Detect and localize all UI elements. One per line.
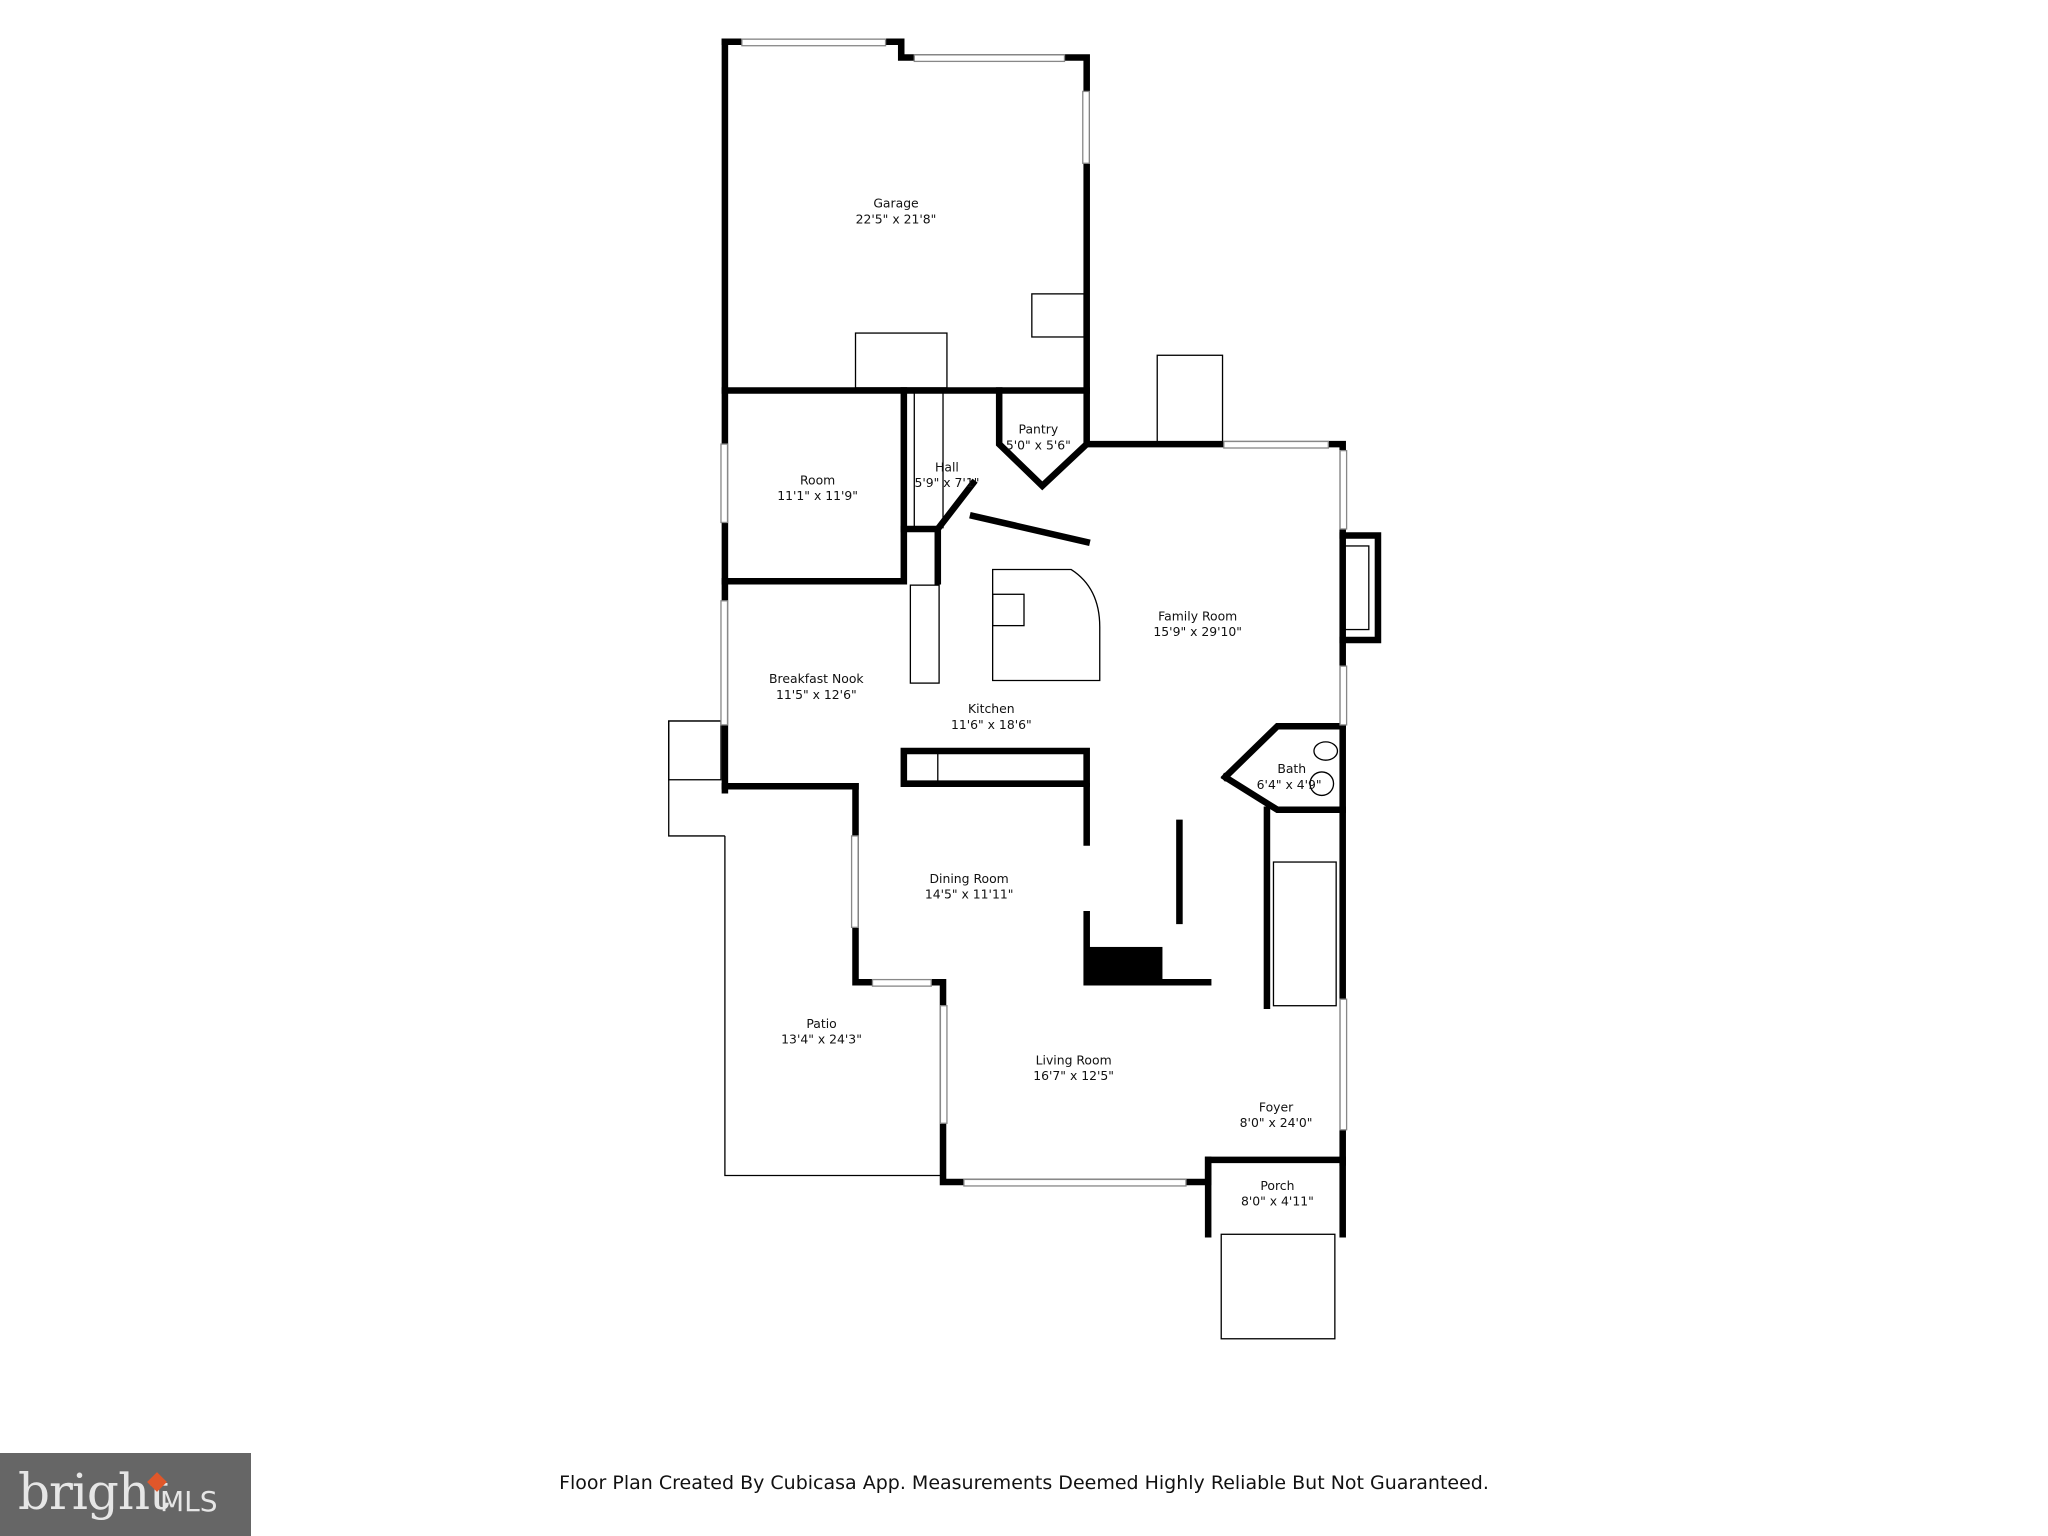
bath-name: Bath xyxy=(1277,761,1306,776)
counter xyxy=(909,584,940,684)
breakfast-nook-name: Breakfast Nook xyxy=(769,671,864,686)
hall-name: Hall xyxy=(935,460,959,475)
stairs xyxy=(668,293,1337,1340)
porch-size: 8'0" x 4'11" xyxy=(1241,1194,1314,1209)
disclaimer-footer: Floor Plan Created By Cubicasa App. Meas… xyxy=(559,1472,1489,1494)
garage-size: 22'5" x 21'8" xyxy=(856,211,937,226)
bath-size: 6'4" x 4'9" xyxy=(1257,777,1322,792)
closet-fill xyxy=(1086,946,1163,980)
room-name: Room xyxy=(800,473,835,488)
fireplace xyxy=(1344,545,1370,631)
toilet-icon xyxy=(1313,741,1339,761)
garage-name: Garage xyxy=(873,196,918,211)
bright-mls-logo: bright MLS xyxy=(0,1453,251,1536)
foyer-name: Foyer xyxy=(1259,1100,1294,1115)
kitchen-island xyxy=(991,568,1101,682)
hall-size: 5'9" x 7'1" xyxy=(914,475,979,490)
logo-brand: bright xyxy=(18,1463,169,1521)
foyer-size: 8'0" x 24'0" xyxy=(1240,1115,1313,1130)
pantry-name: Pantry xyxy=(1019,422,1059,437)
family-room-name: Family Room xyxy=(1158,608,1237,623)
sink-icon xyxy=(1309,771,1335,797)
living-room-name: Living Room xyxy=(1036,1052,1112,1067)
cooktop xyxy=(991,593,1025,627)
family-room-size: 15'9" x 29'10" xyxy=(1153,624,1242,639)
room-size: 11'1" x 11'9" xyxy=(777,488,858,503)
pantry-size: 5'0" x 5'6" xyxy=(1006,437,1071,452)
kitchen-size: 11'6" x 18'6" xyxy=(951,717,1032,732)
windows xyxy=(720,38,1348,1187)
kitchen-name: Kitchen xyxy=(968,701,1015,716)
counter xyxy=(937,750,1085,784)
living-room-size: 16'7" x 12'5" xyxy=(1033,1068,1114,1083)
porch-name: Porch xyxy=(1260,1178,1294,1193)
patio-name: Patio xyxy=(806,1016,836,1031)
dining-room-size: 14'5" x 11'11" xyxy=(925,887,1014,902)
walls xyxy=(721,38,1382,1238)
breakfast-nook-size: 11'5" x 12'6" xyxy=(776,687,857,702)
dining-room-name: Dining Room xyxy=(930,871,1009,886)
logo-suffix: MLS xyxy=(160,1485,218,1518)
room-labels: Garage 22'5" x 21'8" Room 11'1" x 11'9" … xyxy=(769,196,1322,1209)
patio-size: 13'4" x 24'3" xyxy=(781,1032,862,1047)
